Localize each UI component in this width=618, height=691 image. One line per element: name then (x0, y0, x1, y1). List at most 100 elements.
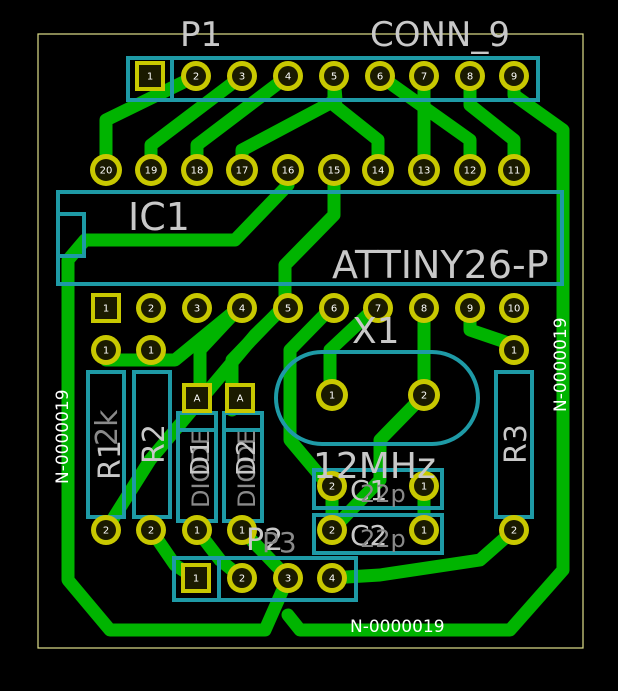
pad-number: 2 (193, 72, 199, 83)
pad-hole (185, 567, 207, 589)
r2-reference: R2 (137, 424, 172, 464)
ic1-top-pad: 11 (498, 154, 530, 186)
r3-reference: R3 (499, 424, 534, 464)
pad-number: 2 (148, 526, 154, 537)
pad-hole (187, 298, 207, 318)
ic1-bottom-pad: 9 (455, 293, 485, 323)
pad-hole (503, 159, 525, 181)
pad-hole (95, 159, 117, 181)
p1-pad: 3 (227, 61, 257, 91)
pad-number: 4 (285, 72, 291, 83)
pad-hole (368, 298, 388, 318)
d1-pad: A (182, 383, 212, 413)
trace (99, 69, 203, 177)
pad-hole (504, 340, 524, 360)
pad-number: 1 (194, 526, 200, 537)
pad-hole (186, 159, 208, 181)
pad-hole (324, 298, 344, 318)
pad-number: 20 (100, 166, 113, 177)
ic1-top-pad: 12 (454, 154, 486, 186)
pad-hole (414, 520, 434, 540)
silkscreen-labels: P1 CONN_9 IC1 ATTINY26-P X1 12MHz R1 2k … (53, 15, 571, 637)
p1-pad: 8 (455, 61, 485, 91)
x1-body (274, 350, 480, 446)
ic1-top-pad: 14 (362, 154, 394, 186)
pad-number: 2 (511, 526, 517, 537)
pad-hole (370, 66, 390, 86)
pad-hole (229, 387, 251, 409)
pad-hole (231, 159, 253, 181)
p1-pad: 7 (409, 61, 439, 91)
p2-value: P3 (262, 526, 297, 559)
pad-number: 2 (329, 526, 335, 537)
x1-reference: X1 (352, 311, 400, 352)
p1-pad: 9 (499, 61, 529, 91)
pad-number: 15 (328, 166, 341, 177)
pad-number: 1 (329, 391, 335, 402)
pad-hole (460, 66, 480, 86)
c2-pad: 2 (317, 515, 347, 545)
ic1-bottom-pad: 2 (136, 293, 166, 323)
ic1-bottom-pad: 8 (409, 293, 439, 323)
ic1-notch (56, 212, 86, 258)
pad-hole (460, 298, 480, 318)
pad-number: 12 (464, 166, 477, 177)
pad-number: 1 (511, 346, 517, 357)
pad-hole (413, 384, 435, 406)
p2-pad: 4 (317, 563, 347, 593)
ic1-top-pad: 19 (135, 154, 167, 186)
pad-number: 1 (421, 482, 427, 493)
trace (325, 388, 431, 537)
d2-pad: 1 (227, 515, 257, 545)
pad-hole (322, 476, 342, 496)
pad-number: 11 (508, 166, 521, 177)
r2-pad: 1 (136, 335, 166, 365)
c2-reference: C2 (350, 519, 387, 552)
c1-pad: 2 (317, 471, 347, 501)
pad-number: 3 (285, 574, 291, 585)
c1-value: 22p (360, 480, 406, 508)
c2-pad: 1 (409, 515, 439, 545)
pad-number: 1 (103, 346, 109, 357)
pad-hole (504, 520, 524, 540)
pad-number: 17 (236, 166, 249, 177)
pad-number: 2 (421, 391, 427, 402)
d1-reference: D1 (186, 439, 216, 476)
pad-hole (278, 66, 298, 86)
pad-number: 1 (148, 346, 154, 357)
ic1-top-pad: 16 (272, 154, 304, 186)
pad-hole (367, 159, 389, 181)
ic1-value: ATTINY26-P (332, 243, 549, 287)
pad-number: 4 (239, 304, 245, 315)
pad-hole (322, 568, 342, 588)
pad-hole (139, 65, 161, 87)
pad-number: 6 (377, 72, 383, 83)
p2-pad: 2 (227, 563, 257, 593)
p1-pad: 5 (319, 61, 349, 91)
pad-number: 5 (331, 72, 337, 83)
x1-pad: 1 (316, 379, 348, 411)
pad-hole (414, 66, 434, 86)
pad-hole (459, 159, 481, 181)
pad-hole (323, 159, 345, 181)
r3-pad: 2 (499, 515, 529, 545)
x1-value: 12MHz (313, 446, 436, 487)
board-outline (37, 33, 584, 649)
pad-number: 10 (508, 304, 521, 315)
d2-value: DIODE (233, 430, 261, 508)
trace (281, 69, 570, 637)
pad-hole (324, 66, 344, 86)
p2-courtyard (172, 556, 358, 602)
pad-hole (322, 520, 342, 540)
p2-pad: 1 (181, 563, 211, 593)
r1-reference: R1 (93, 440, 128, 480)
pad-hole (141, 298, 161, 318)
d1-pad: 1 (182, 515, 212, 545)
pad-number: 2 (148, 304, 154, 315)
ic1-bottom-pad: 7 (363, 293, 393, 323)
c1-pad: 1 (409, 471, 439, 501)
pad-hole (504, 66, 524, 86)
pad-hole (414, 476, 434, 496)
ic1-bottom-pad: 5 (273, 293, 303, 323)
